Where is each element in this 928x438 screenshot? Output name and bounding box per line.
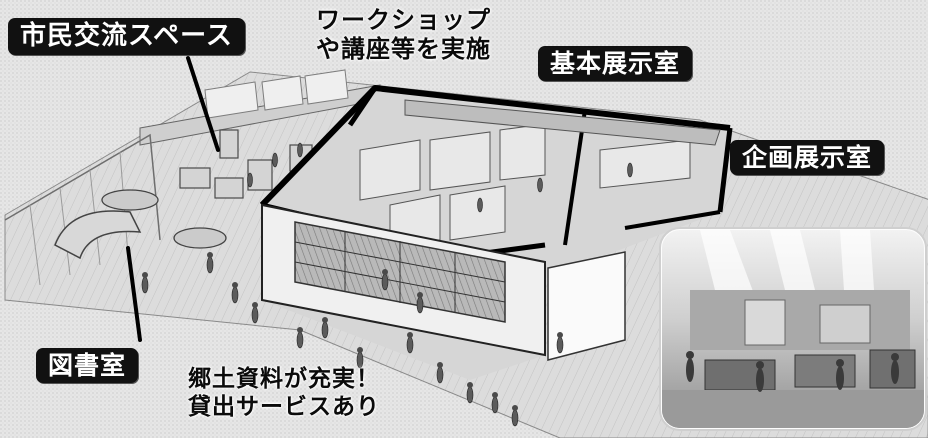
caption-local-materials-line-2: 貸出サービスあり — [188, 393, 380, 420]
caption-local-materials-line-1: 郷土資料が充実！ — [188, 366, 380, 392]
photo-inset — [659, 227, 927, 431]
label-special-exhibit: 企画展示室 — [730, 140, 885, 176]
caption-workshop-line-1: ワークショップ — [316, 6, 491, 34]
label-basic-exhibit: 基本展示室 — [538, 46, 693, 82]
caption-local-materials: 郷土資料が充実！ 貸出サービスあり — [188, 366, 380, 421]
civic-space-leader-line — [186, 56, 220, 152]
caption-workshop: ワークショップ や講座等を実施 — [316, 6, 491, 64]
label-library: 図書室 — [36, 348, 139, 384]
label-civic-space: 市民交流スペース — [8, 18, 245, 55]
library-leader-line — [126, 246, 142, 342]
caption-workshop-line-2: や講座等を実施 — [316, 34, 491, 63]
